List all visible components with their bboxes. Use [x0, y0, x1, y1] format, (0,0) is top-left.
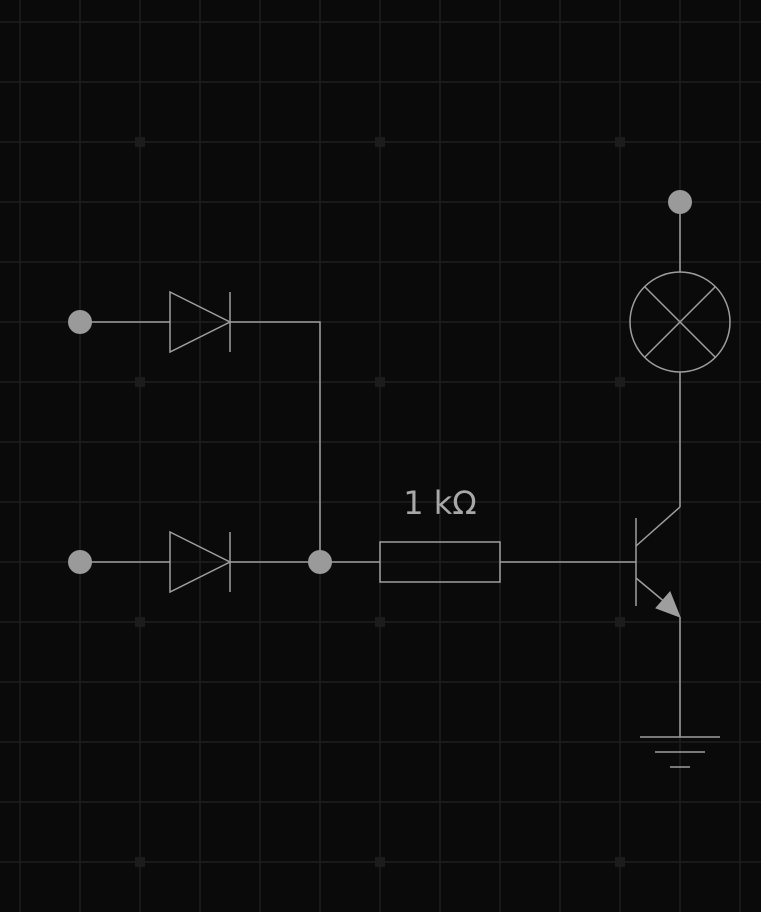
- wire-top-diode-to-junction: [230, 321, 321, 562]
- lamp[interactable]: [629, 271, 731, 373]
- transistor-collector: [635, 506, 681, 547]
- resistor-value-label: 1 kΩ: [403, 484, 477, 522]
- grid-major-marker: [375, 137, 385, 147]
- grid-major-marker: [375, 377, 385, 387]
- grid-major-marker: [375, 857, 385, 867]
- grid-major-marker: [135, 377, 145, 387]
- grid-major-marker: [375, 617, 385, 627]
- transistor-emitter-arrow: [655, 591, 681, 618]
- resistor[interactable]: [379, 541, 501, 583]
- ground[interactable]: [640, 736, 720, 768]
- grid-major-marker: [615, 617, 625, 627]
- npn-transistor[interactable]: [635, 506, 681, 618]
- grid-major-marker: [135, 137, 145, 147]
- grid-major-marker: [615, 377, 625, 387]
- wires: [80, 202, 681, 737]
- input-terminal-bottom[interactable]: [68, 550, 92, 574]
- grid-major-marker: [615, 857, 625, 867]
- diode-bottom[interactable]: [169, 530, 232, 594]
- junction-node[interactable]: [308, 550, 332, 574]
- input-terminal-top[interactable]: [68, 310, 92, 334]
- grid-major-marker: [135, 857, 145, 867]
- supply-terminal[interactable]: [668, 190, 692, 214]
- grid-major-marker: [135, 617, 145, 627]
- diode-top[interactable]: [169, 290, 232, 354]
- grid-major-marker: [615, 137, 625, 147]
